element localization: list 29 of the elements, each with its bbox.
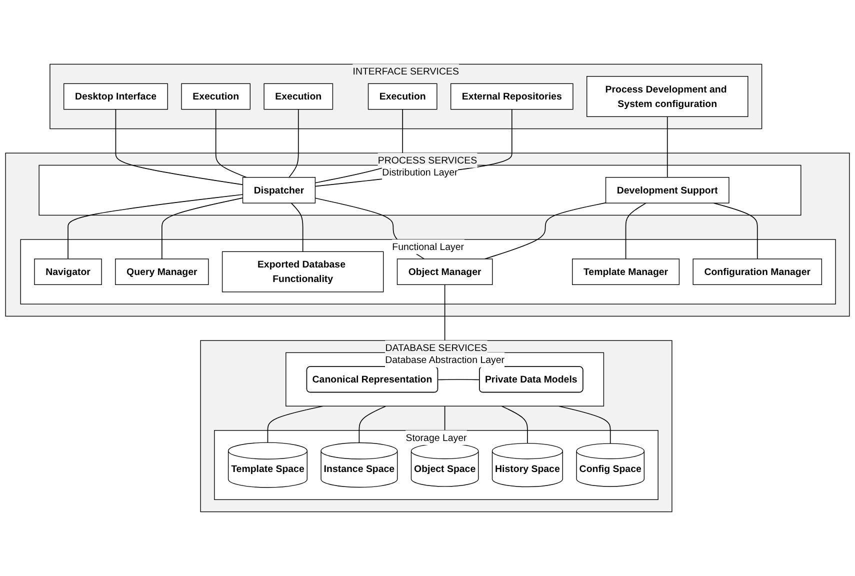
connector [501, 406, 528, 444]
node-box: Process Development and System configuration [586, 76, 748, 117]
node-box: Execution [264, 83, 334, 110]
connector [267, 406, 324, 443]
connector [358, 406, 386, 444]
connector [290, 202, 304, 252]
node-box: Template Manager [572, 258, 680, 285]
node-box: Navigator [34, 258, 102, 285]
node-box: Configuration Manager [692, 258, 822, 285]
node-box: Exported Database Functionality [222, 251, 384, 292]
connector [713, 202, 758, 260]
node-box: External Repositories [450, 83, 574, 110]
connector [288, 108, 299, 178]
node-box: Development Support [605, 177, 730, 204]
connector [625, 202, 646, 260]
connector [438, 379, 480, 380]
connector [558, 406, 611, 444]
node-box: Dispatcher [242, 177, 316, 204]
connector [484, 202, 606, 260]
node-box: Execution [368, 83, 438, 110]
node-box: Desktop Interface [64, 83, 168, 110]
connector [115, 108, 244, 186]
connector [162, 198, 244, 260]
connector [666, 116, 668, 178]
node-box: Execution [181, 83, 250, 110]
node-box: Object Manager [396, 258, 493, 285]
node-box: Query Manager [115, 258, 209, 285]
connector [68, 194, 244, 260]
connector [215, 108, 247, 178]
